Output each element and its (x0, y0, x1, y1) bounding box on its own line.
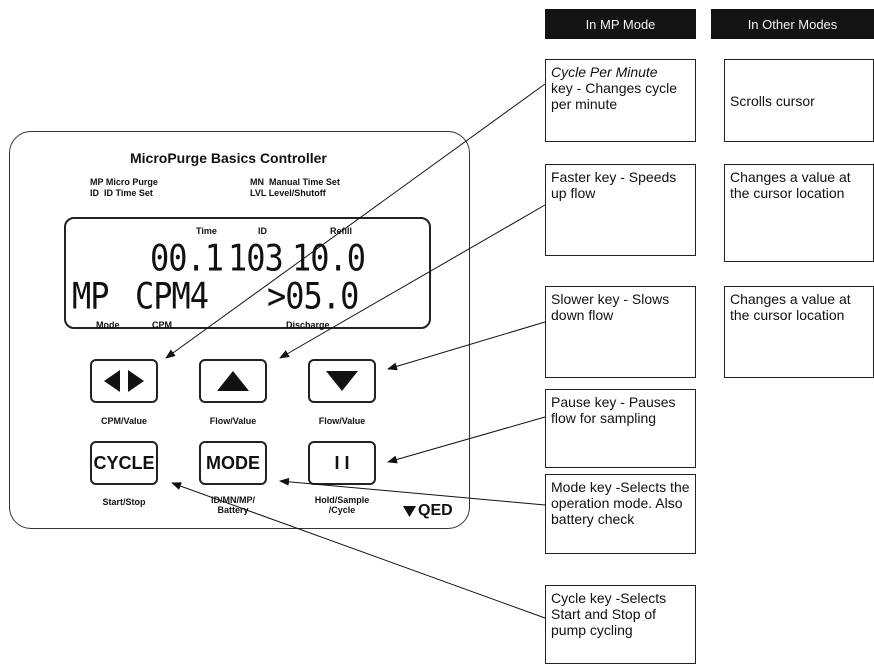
lcd-label-cpm: CPM (152, 320, 172, 330)
lcd-label-mode: Mode (96, 320, 120, 330)
legend-mn-text: Manual Time Set (269, 177, 340, 187)
leader-line-faster (279, 204, 546, 359)
callout-cpm-other: Scrolls cursor (724, 59, 874, 142)
cpm-value-key[interactable] (90, 359, 158, 403)
leader-line-slower (387, 321, 546, 371)
legend-right: MN Manual Time Set LVL Level/Shutoff (250, 177, 340, 199)
lcd-label-time: Time (196, 226, 217, 236)
lcd-discharge-value: >05.0 (267, 274, 359, 318)
header-other-modes: In Other Modes (711, 9, 874, 39)
mode-key[interactable]: MODE (199, 441, 267, 485)
qed-logo: QED (403, 502, 453, 520)
legend-id-text: ID Time Set (104, 188, 153, 198)
lcd-id-value: 103 (228, 236, 284, 280)
pause-key-text: I I (334, 452, 350, 473)
mode-key-label-line2: Battery (217, 505, 249, 515)
up-triangle-icon (217, 371, 249, 391)
callout-cpm-mp-lead: Cycle Per Minute (551, 64, 658, 80)
cycle-key-text: CYCLE (93, 452, 155, 473)
callout-slower-mp: Slower key - Slows down flow (545, 286, 696, 378)
legend-lvl-text: Level/Shutoff (268, 188, 326, 198)
callout-pause-mp: Pause key - Pauses flow for sampling (545, 389, 696, 468)
callout-cpm-mp: Cycle Per Minute key - Changes cycle per… (545, 59, 696, 142)
slower-key-label: Flow/Value (318, 416, 366, 426)
mode-key-label: ID/MN/MP/ Battery (199, 495, 267, 515)
cycle-key[interactable]: CYCLE (90, 441, 158, 485)
down-triangle-icon (326, 371, 358, 391)
left-right-arrows-icon (104, 370, 144, 392)
leader-line-pause (387, 416, 546, 464)
mode-key-text: MODE (206, 452, 260, 473)
callout-cpm-other-text: Scrolls cursor (730, 92, 815, 109)
lcd-display (64, 217, 431, 329)
callout-cycle-mp: Cycle key -Selects Start and Stop of pum… (545, 585, 696, 664)
header-mp-mode: In MP Mode (545, 9, 696, 39)
legend-mp-abbr: MP (90, 177, 104, 187)
lcd-label-discharge: Discharge (286, 320, 330, 330)
faster-key[interactable] (199, 359, 267, 403)
callout-slower-other-text: Changes a value at the cursor location (730, 291, 851, 323)
leader-line-cpm (165, 83, 546, 359)
callout-faster-other: Changes a value at the cursor location (724, 164, 874, 262)
legend-left: MP Micro Purge ID ID Time Set (90, 177, 158, 199)
controller-title: MicroPurge Basics Controller (130, 150, 327, 166)
mode-key-label-line1: ID/MN/MP/ (211, 495, 255, 505)
header-mp-mode-label: In MP Mode (585, 16, 656, 32)
lcd-label-id: ID (258, 226, 267, 236)
legend-lvl-abbr: LVL (250, 188, 267, 198)
lcd-mode-value: MP (72, 274, 110, 318)
leader-line-cycle (171, 482, 546, 619)
pause-key-label-line2: /Cycle (328, 505, 356, 515)
cycle-key-label: Start/Stop (102, 497, 146, 507)
callout-cpm-mp-text: key - Changes cycle per minute (551, 80, 678, 112)
legend-mp-text: Micro Purge (105, 177, 158, 187)
callout-faster-other-text: Changes a value at the cursor location (730, 169, 851, 201)
header-other-modes-label: In Other Modes (747, 16, 838, 32)
slower-key[interactable] (308, 359, 376, 403)
callout-cycle-mp-text: Cycle key -Selects Start and Stop of pum… (551, 590, 667, 638)
pause-key[interactable]: I I (308, 441, 376, 485)
lcd-cpm-value: CPM4 (135, 274, 209, 318)
callout-mode-mp: Mode key -Selects the operation mode. Al… (545, 474, 696, 554)
faster-key-label: Flow/Value (209, 416, 257, 426)
callout-faster-mp-text: Faster key - Speeds up flow (551, 169, 677, 201)
leader-line-mode (279, 477, 546, 506)
legend-id-abbr: ID (90, 188, 99, 198)
callout-pause-mp-text: Pause key - Pauses flow for sampling (551, 394, 676, 426)
legend-mn-abbr: MN (250, 177, 264, 187)
callout-mode-mp-text: Mode key -Selects the operation mode. Al… (551, 479, 690, 527)
callout-faster-mp: Faster key - Speeds up flow (545, 164, 696, 256)
qed-logo-text: QED (418, 502, 453, 519)
down-triangle-icon (403, 505, 416, 517)
pause-key-label-line1: Hold/Sample (314, 495, 370, 505)
cpm-value-key-label: CPM/Value (100, 416, 147, 426)
lcd-time-value: 00.1 (150, 236, 224, 280)
pause-key-label: Hold/Sample /Cycle (305, 495, 379, 515)
callout-slower-mp-text: Slower key - Slows down flow (551, 291, 670, 323)
